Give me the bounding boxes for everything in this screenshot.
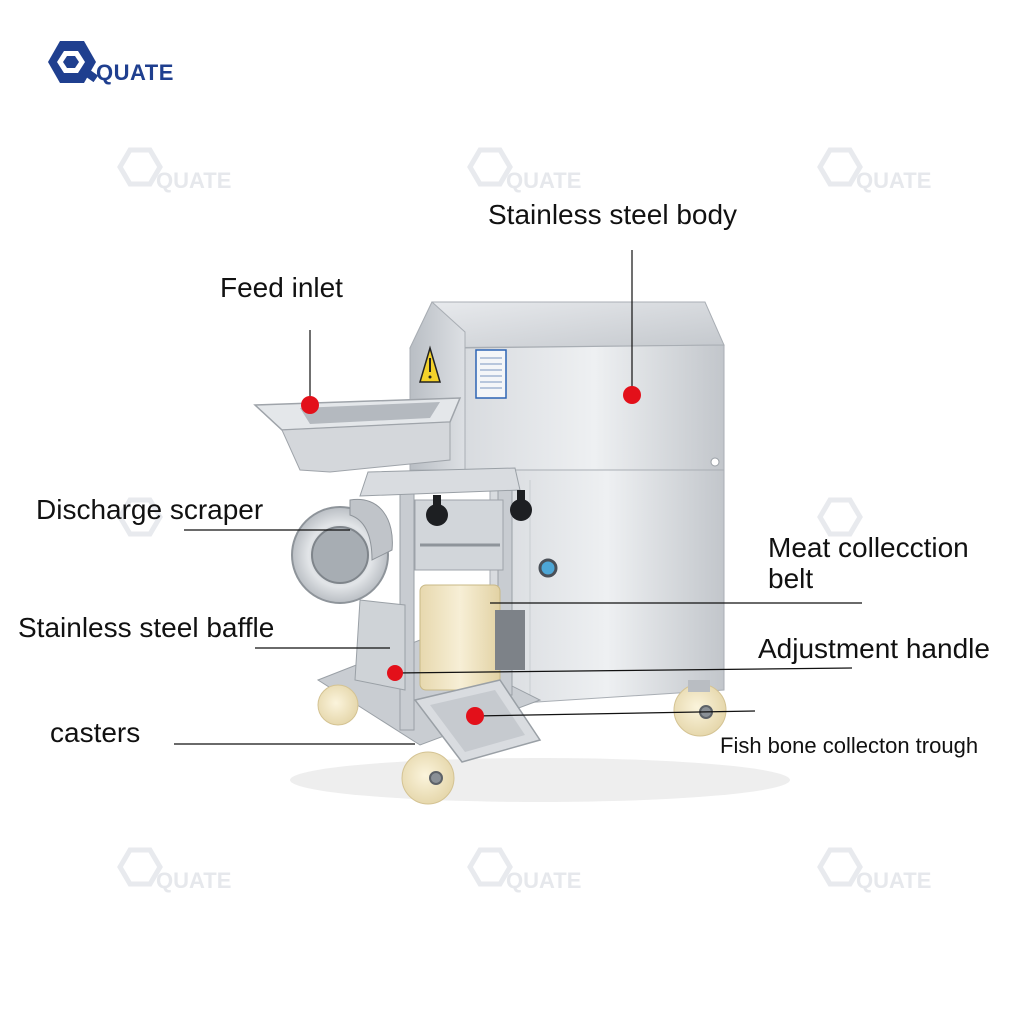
watermark-logo-icon xyxy=(117,497,163,537)
watermark-text: QUATE xyxy=(856,168,932,193)
watermark-text: QUATE xyxy=(506,168,582,193)
marker-dot xyxy=(623,386,641,404)
marker-dot xyxy=(387,665,403,681)
hopper-inner xyxy=(300,402,440,424)
label-meat-collection-belt: Meat collecction belt xyxy=(768,532,1008,595)
label-feed-inlet: Feed inlet xyxy=(220,272,343,303)
leader-lines xyxy=(174,250,862,745)
marker-dot xyxy=(466,707,484,725)
caster-wheel xyxy=(317,684,359,726)
info-label xyxy=(475,349,507,399)
callout-markers xyxy=(301,386,641,725)
watermark-logo-icon xyxy=(817,497,863,537)
label-discharge-scraper: Discharge scraper xyxy=(36,494,264,525)
watermark-logo-icon xyxy=(817,147,863,187)
watermark-logo-icon xyxy=(467,847,513,887)
adjustment-knob xyxy=(426,504,448,526)
watermark-text: QUATE xyxy=(506,868,582,893)
brand-name: QUATE xyxy=(96,60,174,85)
label-casters: casters xyxy=(50,717,141,748)
label-meat-collection-belt-text: Meat collecction belt xyxy=(768,532,969,594)
watermark-text: QUATE xyxy=(856,868,932,893)
label-adjustment-handle: Adjustment handle xyxy=(758,633,990,664)
caster-wheel xyxy=(401,751,455,805)
marker-dot xyxy=(301,396,319,414)
watermark-text: QUATE xyxy=(156,168,232,193)
watermark-logo-icon xyxy=(817,847,863,887)
warning-triangle-icon xyxy=(418,345,442,383)
label-stainless-steel-body: Stainless steel body xyxy=(488,199,738,230)
watermark-logo-icon xyxy=(467,147,513,187)
watermark-logo-icon xyxy=(117,847,163,887)
watermark-text: QUATE xyxy=(156,868,232,893)
label-fish-bone-collection-trough: Fish bone collecton trough xyxy=(720,733,979,758)
meat-collection-drum xyxy=(419,584,501,691)
hopper-front xyxy=(254,404,451,473)
brand-logo-icon xyxy=(48,41,99,83)
adjustment-knob xyxy=(510,499,532,521)
label-stainless-steel-baffle: Stainless steel baffle xyxy=(18,612,275,643)
watermark-logo-icon xyxy=(117,147,163,187)
